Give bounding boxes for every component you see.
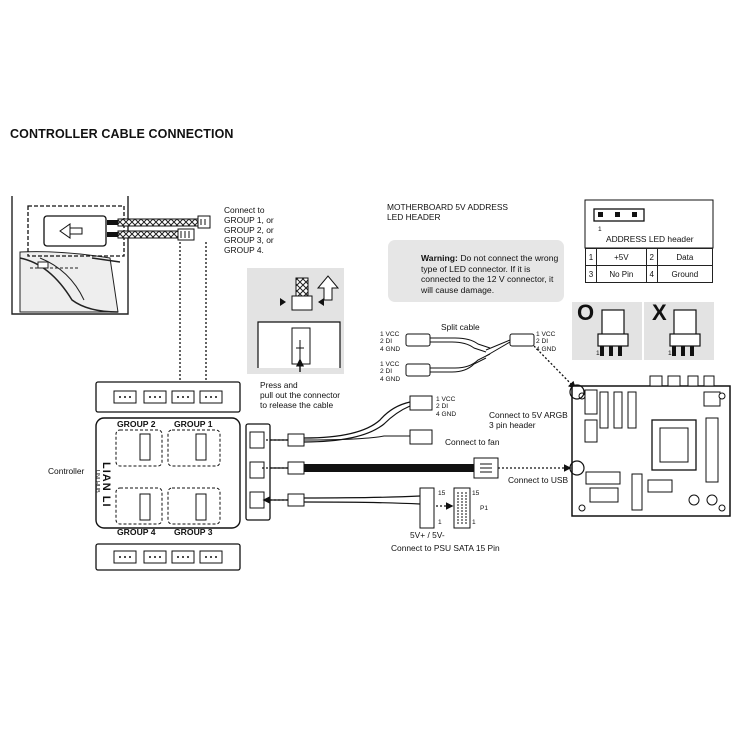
table-row: 1 +5V 2 Data bbox=[585, 248, 714, 266]
controller-label: Controller bbox=[48, 466, 85, 476]
connect-argb-label: Connect to 5V ARGB 3 pin header bbox=[489, 410, 568, 430]
connect-usb-label: Connect to USB bbox=[508, 475, 569, 485]
argb-connector bbox=[409, 395, 433, 411]
psu-p1-label: P1 bbox=[480, 505, 489, 512]
page-title: CONTROLLER CABLE CONNECTION bbox=[10, 127, 234, 141]
group-3-label: GROUP 3 bbox=[174, 527, 213, 537]
address-header-caption: ADDRESS LED header bbox=[606, 234, 694, 244]
wrong-mark: X bbox=[652, 300, 667, 325]
usb-cable bbox=[304, 464, 474, 472]
group-2-label: GROUP 2 bbox=[117, 419, 156, 429]
wrong-pin-one: 1 bbox=[668, 350, 672, 357]
cable-plug bbox=[177, 228, 195, 241]
braided-cable bbox=[117, 230, 179, 239]
group-4-label: GROUP 4 bbox=[117, 527, 156, 537]
table-row: 3 No Pin 4 Ground bbox=[585, 265, 714, 283]
psu-pin-bottom: 1 bbox=[472, 519, 476, 526]
connect-psu-label: Connect to PSU SATA 15 Pin bbox=[391, 543, 500, 553]
split-cable bbox=[405, 333, 535, 377]
arrow-left-icon bbox=[59, 223, 83, 239]
fan-connector bbox=[409, 429, 433, 445]
press-release-label: Press and pull out the connector to rele… bbox=[260, 380, 341, 410]
argb-header-highlight bbox=[569, 384, 585, 400]
fan-illustration bbox=[11, 196, 129, 315]
connection-line bbox=[533, 345, 577, 390]
hub-top-ports bbox=[113, 390, 223, 404]
usb-header-highlight bbox=[569, 460, 585, 476]
cable-sleeve bbox=[107, 220, 119, 225]
brand-logo: LIAN LI bbox=[100, 462, 112, 508]
controller-hub bbox=[95, 381, 271, 571]
arrow-up-icon bbox=[316, 275, 340, 301]
warning-box bbox=[388, 240, 564, 302]
connect-fan-label: Connect to fan bbox=[445, 437, 500, 447]
connect-group-label: Connect to GROUP 1, or GROUP 2, or GROUP… bbox=[224, 205, 274, 255]
motherboard-header-label: MOTHERBOARD 5V ADDRESS LED HEADER bbox=[387, 202, 508, 222]
braided-cable bbox=[117, 218, 199, 227]
header-pin-one: 1 bbox=[598, 226, 602, 233]
motherboard bbox=[571, 375, 731, 517]
psu-pin-top: 15 bbox=[472, 490, 480, 497]
warning-text: Warning: Do not connect the wrong type o… bbox=[421, 253, 559, 295]
correct-pin-one: 1 bbox=[596, 350, 600, 357]
hub-side-ports bbox=[249, 431, 265, 509]
cable-plug bbox=[197, 215, 211, 229]
psu-voltage-label: 5V+ / 5V- bbox=[410, 530, 445, 540]
cable-sleeve bbox=[107, 232, 119, 237]
correct-mark: O bbox=[577, 300, 595, 325]
sata-connector bbox=[419, 487, 435, 529]
brand-sub: UNI HUB bbox=[94, 470, 100, 493]
group-port-blocks bbox=[115, 429, 221, 525]
sata-pin-bottom: 1 bbox=[438, 519, 442, 526]
sata-pin-top: 15 bbox=[438, 490, 446, 497]
pin-table: 1 +5V 2 Data 3 No Pin 4 Ground bbox=[585, 248, 714, 283]
split-cable-label: Split cable bbox=[441, 322, 480, 332]
group-1-label: GROUP 1 bbox=[174, 419, 213, 429]
